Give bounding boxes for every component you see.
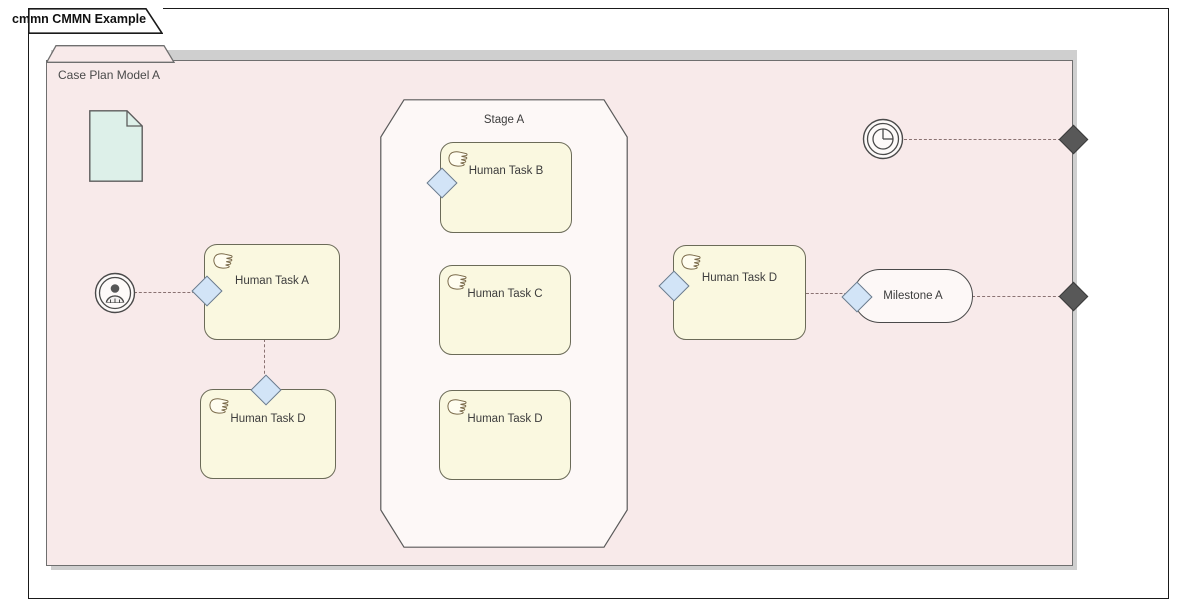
- case-file-item[interactable]: [89, 110, 143, 182]
- case-plan-label: Case Plan Model A: [58, 68, 161, 82]
- hand-icon: [447, 399, 467, 415]
- connector-user-event-to-task-a: [134, 292, 200, 293]
- hand-icon: [209, 398, 229, 414]
- connector-milestone-to-exit-bottom: [972, 296, 1066, 297]
- hand-icon: [448, 151, 468, 167]
- diagram-title: cmmn CMMN Example: [12, 12, 147, 26]
- connector-task-d-to-milestone: [806, 293, 852, 294]
- milestone-label: Milestone A: [883, 290, 943, 302]
- hand-icon: [681, 254, 701, 270]
- diagram-frame: [28, 8, 1169, 599]
- stage-label: Stage A: [483, 114, 525, 126]
- user-event-icon: [105, 284, 125, 303]
- hand-icon: [213, 253, 233, 269]
- user-event-listener[interactable]: [94, 272, 136, 314]
- case-plan-tab: [46, 45, 176, 63]
- timer-event-listener[interactable]: [862, 118, 904, 160]
- hand-icon: [447, 274, 467, 290]
- connector-task-a-to-task-d: [264, 339, 265, 379]
- diagram-frame-tab: [28, 8, 163, 34]
- timer-event-icon: [872, 128, 894, 150]
- connector-timer-to-exit-top: [904, 139, 1066, 140]
- milestone-a[interactable]: Milestone A: [853, 269, 973, 323]
